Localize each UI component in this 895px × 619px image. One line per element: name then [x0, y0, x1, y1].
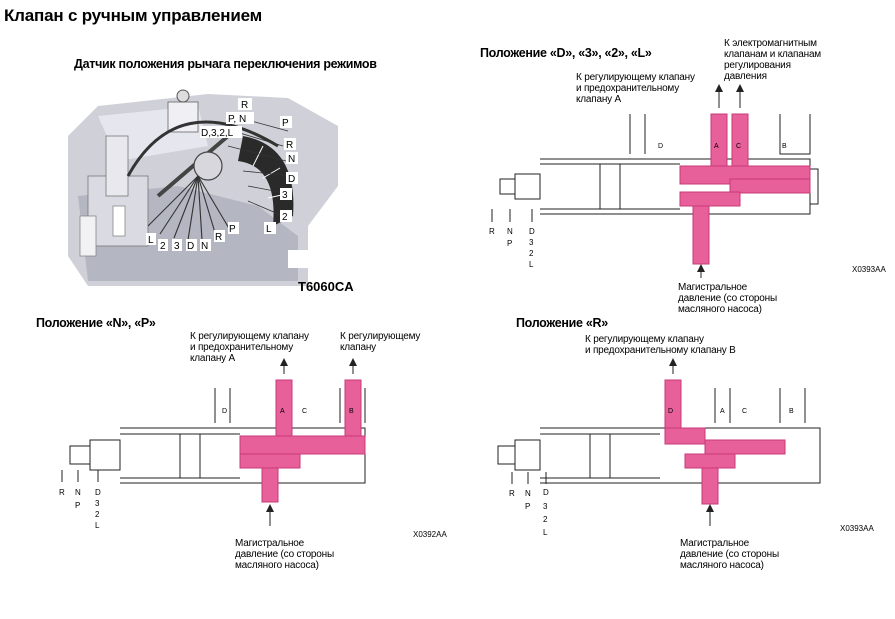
sensor-code: T6060CA [298, 279, 354, 294]
pos-d: D [529, 227, 535, 236]
panel-d-bottom: Магистральное давление (со стороны масля… [678, 282, 777, 315]
port-c: C [742, 408, 747, 415]
pos-n: N [75, 488, 81, 497]
port-d: D [668, 408, 673, 415]
pos-2: 2 [95, 510, 100, 519]
panel-r-bottom: Магистральное давление (со стороны масля… [680, 538, 779, 571]
arc-label-l: L [266, 224, 272, 235]
contact-label-2: 2 [160, 241, 166, 252]
arc-label-2: 2 [282, 212, 288, 223]
port-c: C [736, 143, 741, 150]
panel-r-title: Положение «R» [516, 316, 608, 330]
panel-r-note1: К регулирующему клапану и предохранитель… [585, 334, 736, 356]
panel-d-note1: К регулирующему клапану и предохранитель… [576, 72, 695, 105]
pos-r: R [489, 227, 495, 236]
arc-label-d: D [288, 174, 295, 185]
port-a: A [714, 143, 719, 150]
port-b: B [789, 408, 794, 415]
panel-r-oil [664, 379, 786, 505]
panel-np-bottom: Магистральное давление (со стороны масля… [235, 538, 334, 571]
panel-np-title: Положение «N», «P» [36, 316, 156, 330]
pos-2: 2 [529, 249, 534, 258]
sensor-illustration: T6060CA R P, N D,3,2,L P R N D 3 2 L L 2… [68, 89, 398, 294]
panel-np-diagram: A C B D R N P D 3 2 L [59, 358, 366, 530]
pos-p: P [525, 502, 530, 511]
sensor-title: Датчик положения рычага переключения реж… [74, 57, 377, 71]
port-a: A [280, 408, 285, 415]
page-title: Клапан с ручным управлением [4, 6, 263, 25]
lever-label-pn: P, N [228, 114, 246, 125]
port-a: A [720, 408, 725, 415]
pos-n: N [507, 227, 513, 236]
contact-label-l: L [148, 235, 154, 246]
pos-d: D [95, 488, 101, 497]
pos-3: 3 [529, 238, 534, 247]
arc-label-3: 3 [282, 190, 288, 201]
port-d: D [658, 143, 663, 150]
contact-label-d: D [187, 241, 194, 252]
panel-np-note1: К регулирующему клапану и предохранитель… [190, 331, 309, 364]
lever-label-r: R [241, 100, 248, 111]
port-c: C [302, 408, 307, 415]
panel-r-diagram: D A C B R N P D 3 2 L [497, 358, 821, 537]
pos-r: R [59, 488, 65, 497]
panel-r-code: X0393AA [840, 524, 874, 533]
port-d: D [222, 408, 227, 415]
lever-label-d32l: D,3,2,L [201, 128, 234, 139]
pos-r: R [509, 489, 515, 498]
contact-label-3: 3 [174, 241, 180, 252]
panel-np-oil [239, 379, 366, 503]
panel-d-oil [679, 113, 811, 265]
port-b: B [349, 408, 354, 415]
arc-label-p: P [282, 118, 289, 129]
contact-label-p: P [229, 224, 236, 235]
arc-label-n: N [288, 154, 295, 165]
panel-d-note2: К электромагнитным клапанам и клапанам р… [724, 38, 821, 82]
panel-np-code: X0392AA [413, 530, 447, 539]
pos-3: 3 [543, 502, 548, 511]
contact-label-n: N [201, 241, 208, 252]
pos-p: P [75, 501, 80, 510]
pos-p: P [507, 239, 512, 248]
pos-n: N [525, 489, 531, 498]
pos-2: 2 [543, 515, 548, 524]
pos-l: L [95, 521, 100, 530]
panel-d-title: Положение «D», «3», «2», «L» [480, 46, 652, 60]
port-b: B [782, 143, 787, 150]
pos-l: L [543, 528, 548, 537]
pos-d: D [543, 488, 549, 497]
pos-l: L [529, 260, 534, 269]
pos-3: 3 [95, 499, 100, 508]
panel-np-note2: К регулирующему клапану [340, 331, 421, 353]
arc-label-r: R [286, 140, 293, 151]
panel-d-code: X0393AA [852, 265, 886, 274]
contact-label-r: R [215, 232, 222, 243]
panel-d-diagram: A C B D R N P D 3 2 L [489, 84, 819, 278]
